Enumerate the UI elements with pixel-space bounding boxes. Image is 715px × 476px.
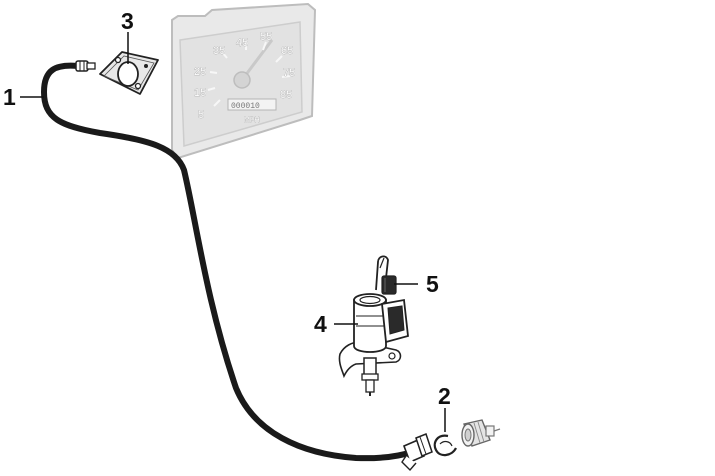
callout-5: 5 <box>426 271 439 297</box>
dial-number-75: 75 <box>283 67 295 79</box>
dial-number-15: 15 <box>194 87 206 99</box>
dial-number-55: 55 <box>260 31 272 43</box>
dial-number-5: 5 <box>198 109 204 121</box>
speedometer-cable <box>40 60 433 472</box>
speedometer-gauge: 5 15 25 35 45 55 65 75 85 000010 MPH <box>171 2 317 160</box>
dial-number-35: 35 <box>213 45 225 57</box>
cable-upper-ferrule <box>75 60 96 72</box>
cable-mounting-gasket <box>99 51 159 95</box>
leader-lines <box>20 32 446 432</box>
callout-1: 1 <box>3 84 16 110</box>
sensor-retaining-clip <box>375 255 397 295</box>
speed-unit-label: MPH <box>244 117 260 124</box>
dial-number-45: 45 <box>236 37 248 49</box>
dial-number-65: 65 <box>281 45 293 57</box>
driven-gear-adapter <box>461 419 501 447</box>
speed-sensor-housing <box>338 293 409 396</box>
callout-4: 4 <box>314 311 327 337</box>
dial-number-25: 25 <box>194 66 206 78</box>
odometer-readout: 000010 <box>231 102 260 111</box>
cable-lower-fitting <box>401 433 433 472</box>
callout-3: 3 <box>121 8 134 34</box>
cable-retaining-clip <box>433 434 457 457</box>
dial-number-85: 85 <box>280 89 292 101</box>
callout-2: 2 <box>438 383 451 409</box>
